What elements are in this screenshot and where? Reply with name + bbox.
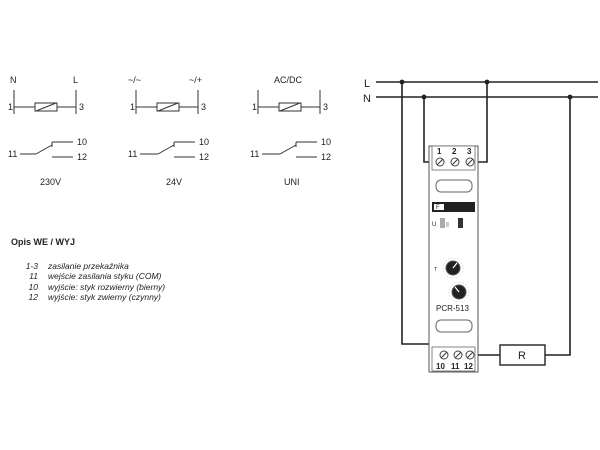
legend-desc: wyjście: styk zwierny (czynny)	[48, 292, 161, 302]
legend-key: 10	[28, 281, 38, 292]
bottom-terminal-11: 11	[451, 362, 460, 371]
legend-desc: zasilanie przekaźnika	[48, 260, 129, 271]
variant-230v: N L 1 3 11 10 12 230V	[8, 75, 87, 187]
indicator-u-label: U	[432, 222, 436, 228]
led-relay-indicator	[458, 218, 463, 228]
contact-terminal-com: 11	[8, 149, 17, 159]
contact-terminal-com: 11	[250, 149, 259, 159]
variant-24v: ~/~ ~/+ 1 3 11 10 12 24V	[128, 75, 209, 187]
terminal-legend: Opis WE / WYJ 1-3 zasilanie przekaźnika …	[8, 237, 165, 303]
legend-title: Opis WE / WYJ	[11, 237, 76, 247]
wire-n-to-load	[545, 97, 571, 356]
load-label: R	[518, 350, 526, 362]
coil-terminal-right: 3	[323, 102, 328, 112]
legend-key: 12	[28, 292, 38, 302]
line-l-label: L	[364, 78, 370, 90]
contact-terminal-no: 12	[77, 152, 87, 162]
contact-terminal-com: 11	[128, 149, 137, 159]
variant-top-right-label: L	[73, 75, 78, 85]
legend-row: 12 wyjście: styk zwierny (czynny)	[8, 292, 165, 303]
contact-terminal-nc: 10	[77, 137, 87, 147]
brand-stripe	[432, 202, 475, 212]
led-power-indicator	[440, 218, 445, 228]
legend-row: 11 wejście zasilania styku (COM)	[8, 271, 165, 282]
coil-terminal-left: 1	[130, 102, 135, 112]
contact-terminal-no: 12	[321, 152, 331, 162]
line-n-label: N	[363, 93, 371, 105]
dial-mark-t: T	[434, 267, 437, 273]
legend-desc: wyjście: styk rozwierny (bierny)	[48, 281, 166, 292]
legend-row: 1-3 zasilanie przekaźnika	[8, 261, 165, 272]
top-terminal-2: 2	[452, 147, 457, 156]
label-window-top	[435, 179, 473, 193]
coil-terminal-right: 3	[79, 102, 84, 112]
relay-device: 1 2 3 F U T PCR-513	[428, 145, 479, 373]
bottom-terminal-10: 10	[436, 362, 445, 371]
legend-row: 10 wyjście: styk rozwierny (bierny)	[8, 281, 166, 293]
variant-top-left-label: N	[10, 75, 17, 85]
variant-label: 230V	[40, 177, 61, 187]
legend-desc: wejście zasilania styku (COM)	[48, 271, 162, 281]
legend-key: 1-3	[25, 260, 38, 271]
top-terminal-1: 1	[437, 147, 442, 156]
variant-top-left-label: ~/~	[128, 75, 141, 85]
contact-terminal-nc: 10	[199, 137, 209, 147]
top-terminal-3: 3	[467, 147, 472, 156]
variant-label: UNI	[284, 177, 300, 187]
contact-terminal-nc: 10	[321, 137, 331, 147]
load-resistor	[499, 344, 546, 366]
coil-terminal-left: 1	[252, 102, 257, 112]
variant-uni: AC/DC 1 3 11 10 12 UNI	[250, 75, 331, 187]
coil-terminal-right: 3	[201, 102, 206, 112]
brand-logo-icon: F	[436, 205, 440, 211]
contact-terminal-no: 12	[199, 152, 209, 162]
variant-top-center-label: AC/DC	[274, 75, 303, 85]
label-window-bottom	[435, 319, 473, 333]
coil-terminal-left: 1	[8, 102, 13, 112]
device-model-label: PCR-513	[436, 304, 469, 313]
variant-label: 24V	[166, 177, 182, 187]
legend-key: 11	[29, 271, 38, 281]
variant-top-right-label: ~/+	[189, 75, 202, 85]
bottom-terminal-12: 12	[464, 362, 473, 371]
